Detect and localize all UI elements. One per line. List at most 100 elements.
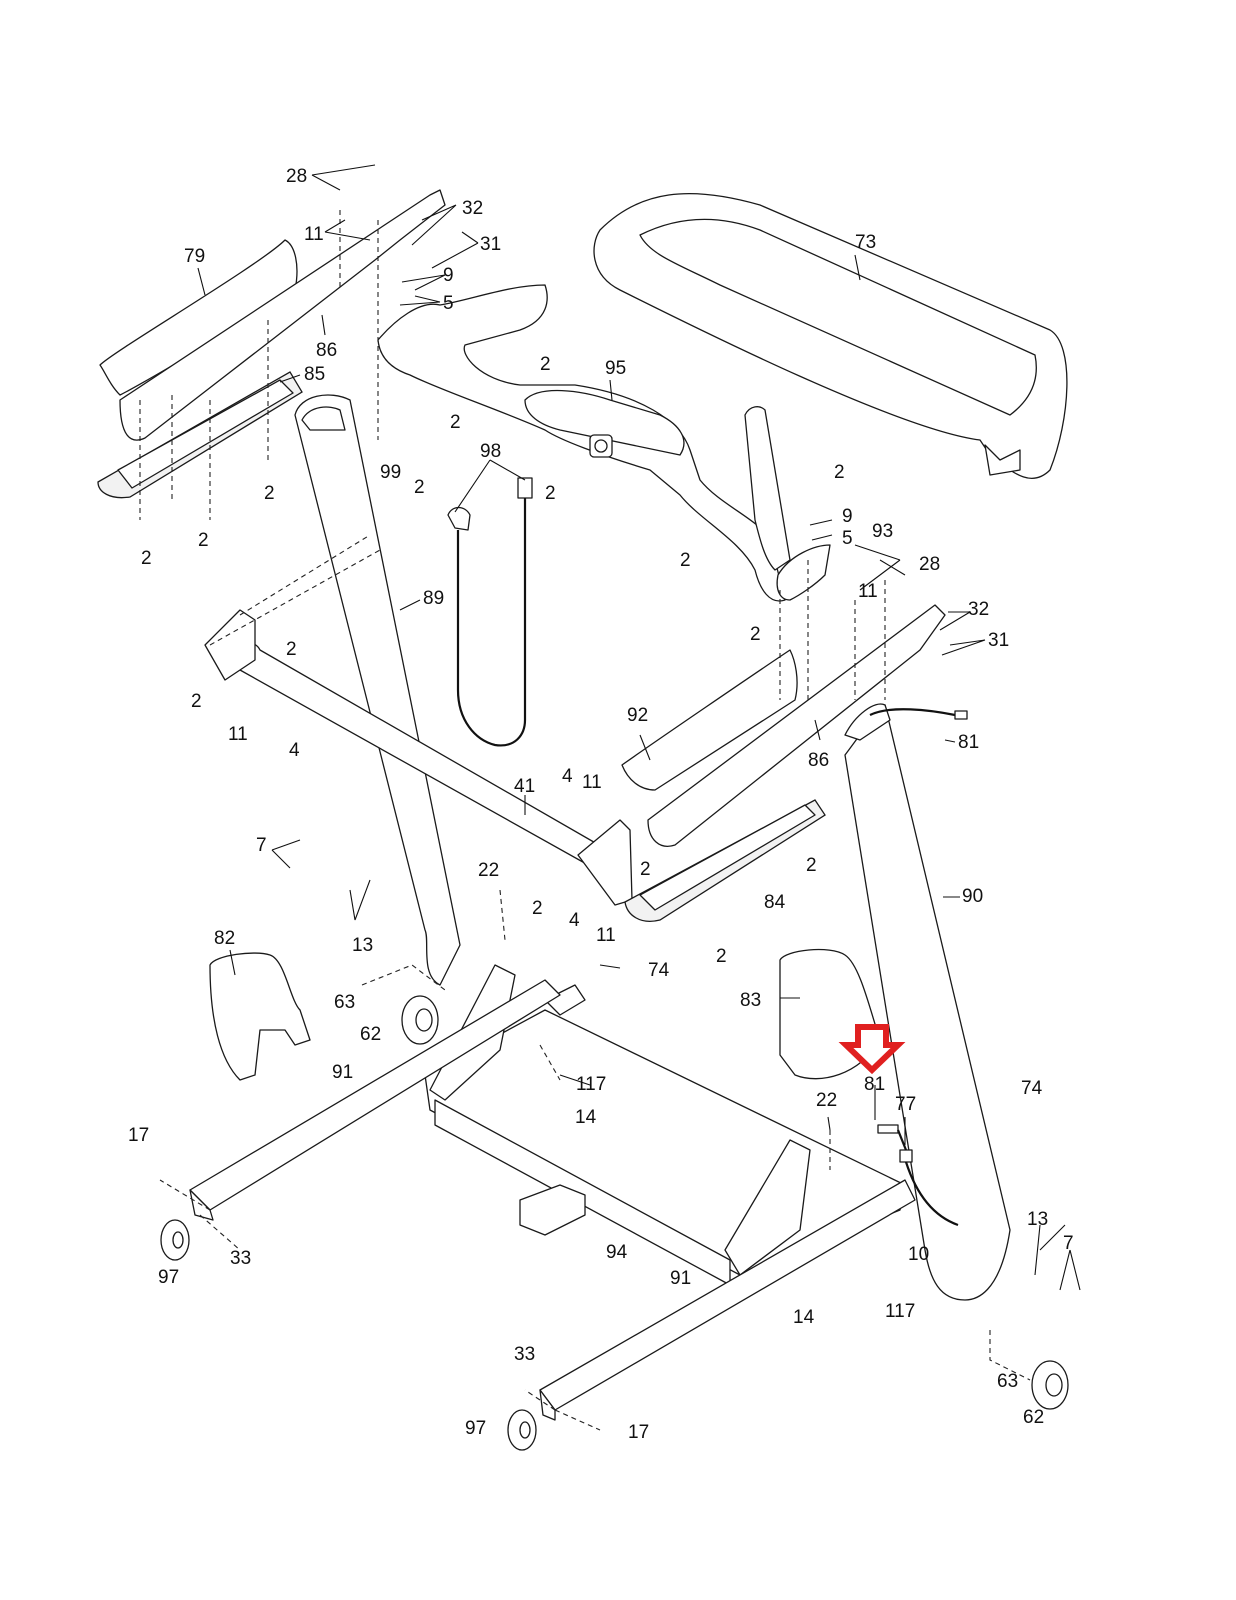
right-handrail-assembly (621, 544, 946, 922)
base-rail-part-91-right (539, 1179, 916, 1421)
callout-94: 94 (606, 1242, 628, 1263)
callout-98: 98 (480, 441, 501, 462)
callout-7-right: 7 (1063, 1233, 1074, 1254)
callout-5-right: 5 (842, 528, 853, 549)
base-frame-part-94 (424, 964, 906, 1286)
callout-81-upper: 81 (958, 732, 979, 753)
callout-labels: 28 11 32 31 79 9 5 86 85 73 95 2 2 99 2 … (128, 166, 1074, 1443)
callout-89: 89 (423, 588, 444, 609)
handlebar-part-95 (377, 284, 791, 602)
callout-11-crossbar-right-top: 11 (582, 772, 602, 793)
callout-33-right: 33 (514, 1344, 535, 1365)
callout-41: 41 (514, 776, 535, 797)
callout-2-handrail-left-b: 2 (198, 530, 209, 551)
callout-32-right: 32 (968, 599, 989, 620)
callout-2-handrail-right-b: 2 (716, 946, 727, 967)
callout-9-right: 9 (842, 506, 853, 527)
left-handrail-assembly (97, 189, 446, 499)
callout-11-crossbar-right-bottom: 11 (596, 925, 616, 946)
callout-97-left: 97 (158, 1267, 179, 1288)
callout-91-left: 91 (332, 1062, 353, 1083)
console-tray-part-73 (593, 192, 1068, 480)
callout-77: 77 (895, 1094, 916, 1115)
callout-11-right: 11 (858, 581, 878, 602)
callout-2-handlebar-left: 2 (450, 412, 461, 433)
callout-91-right: 91 (670, 1268, 691, 1289)
callout-13-right: 13 (1027, 1209, 1048, 1230)
callout-2-handlebar-top: 2 (540, 354, 551, 375)
callout-5-upper-left: 5 (443, 293, 454, 314)
callout-84: 84 (764, 892, 786, 913)
callout-79: 79 (184, 246, 205, 267)
callout-4-crossbar-right-top: 4 (562, 766, 573, 787)
wheel-part-62-left (401, 995, 439, 1045)
callout-9-upper-left: 9 (443, 265, 454, 286)
callout-28-upper-left: 28 (286, 166, 307, 187)
left-upright-part-89 (294, 394, 461, 986)
callout-93: 93 (872, 521, 893, 542)
callout-63-left: 63 (334, 992, 355, 1013)
safety-key-part-98 (447, 477, 533, 747)
callout-97-right: 97 (465, 1418, 486, 1439)
callout-32-upper-left: 32 (462, 198, 483, 219)
handrail-tube-86-right (647, 604, 946, 847)
callout-117-right: 117 (885, 1301, 915, 1322)
callout-2-crossbar-left-bottom: 2 (191, 691, 202, 712)
callout-85: 85 (304, 364, 325, 385)
callout-86-left: 86 (316, 340, 337, 361)
upright-cover-part-82 (209, 952, 311, 1081)
callout-22-left: 22 (478, 860, 499, 881)
callout-17-right: 17 (628, 1422, 649, 1443)
callout-31-right: 31 (988, 630, 1009, 651)
callout-73: 73 (855, 232, 876, 253)
callout-17-left: 17 (128, 1125, 149, 1146)
callout-63-right: 63 (997, 1371, 1018, 1392)
handrail-tube-86-left (119, 189, 446, 441)
callout-2-handrail-left-a: 2 (264, 483, 275, 504)
callout-4-crossbar-left: 4 (289, 740, 300, 761)
highlight-arrow-icon (838, 1024, 906, 1075)
callout-2-bracket-right: 2 (640, 859, 651, 880)
callout-2-handlebar-lower: 2 (680, 550, 691, 571)
wheel-part-97-right (507, 1409, 537, 1451)
callout-4-crossbar-right-bottom: 4 (569, 910, 580, 931)
callout-2-near-99: 2 (414, 477, 425, 498)
callout-99: 99 (380, 462, 401, 483)
callout-2-near-98: 2 (545, 483, 556, 504)
wheel-part-62-right (1031, 1360, 1069, 1410)
callout-31-upper-left: 31 (480, 234, 501, 255)
callout-83: 83 (740, 990, 761, 1011)
callout-11-upper-left: 11 (304, 224, 324, 245)
wire-harness-part-81-upper (844, 703, 968, 741)
callout-92: 92 (627, 705, 648, 726)
callout-14-right: 14 (793, 1307, 815, 1328)
callout-62-right: 62 (1023, 1407, 1044, 1428)
assembly-guide-lines (139, 210, 1031, 1431)
callout-86-right: 86 (808, 750, 829, 771)
callout-14-left: 14 (575, 1107, 597, 1128)
callout-2-handlebar-right: 2 (834, 462, 845, 483)
wire-harness-part-81-lower (877, 1124, 959, 1227)
callout-81-highlighted: 81 (864, 1074, 885, 1095)
callout-95: 95 (605, 358, 626, 379)
callout-2-near-93: 2 (750, 624, 761, 645)
callout-2-crossbar-right-bottom: 2 (532, 898, 543, 919)
callout-117-left: 117 (576, 1074, 606, 1095)
callout-leader-lines (197, 164, 1081, 1291)
callout-13-left: 13 (352, 935, 373, 956)
callout-33-left: 33 (230, 1248, 251, 1269)
crossbar-part-41 (204, 609, 633, 906)
callout-22-right: 22 (816, 1090, 837, 1111)
callout-11-crossbar-left: 11 (228, 724, 248, 745)
callout-7-left: 7 (256, 835, 267, 856)
callout-2-crossbar-left-top: 2 (286, 639, 297, 660)
handrail-top-cover-92 (621, 649, 798, 791)
callout-82: 82 (214, 928, 235, 949)
callout-10: 10 (908, 1244, 929, 1265)
callout-74-right: 74 (1021, 1078, 1043, 1099)
callout-2-handrail-left-c: 2 (141, 548, 152, 569)
callout-74-left: 74 (648, 960, 670, 981)
wheel-part-97-left (160, 1219, 190, 1261)
callout-2-handrail-right-a: 2 (806, 855, 817, 876)
